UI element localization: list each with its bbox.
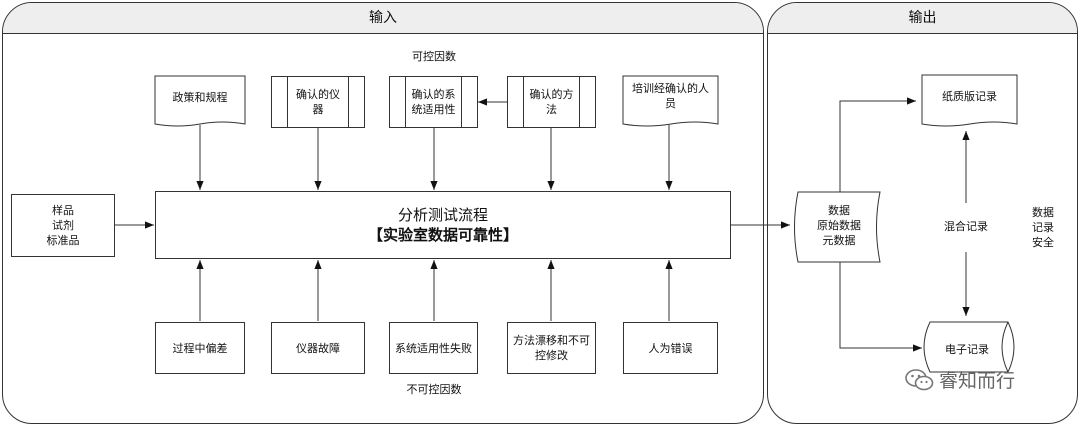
data-storage: 数据 原始数据 元数据 — [796, 198, 882, 252]
method-drift-box: 方法漂移和不可 控修改 — [507, 322, 596, 374]
instrument-label-line2: 器 — [312, 103, 324, 116]
policy-label: 政策和规程 — [172, 90, 228, 104]
process-deviation-box: 过程中偏差 — [155, 322, 245, 374]
method-label-line1: 确认的方 — [529, 88, 574, 101]
security-line1: 数据 — [1032, 206, 1054, 219]
input-panel-title: 输入 — [3, 3, 763, 34]
sample-label: 样品 — [52, 204, 74, 217]
wechat-icon — [905, 368, 934, 390]
electronic-record-label: 电子记录 — [945, 342, 989, 356]
output-panel: 输出 — [767, 2, 1078, 424]
human-label: 人为错误 — [648, 341, 693, 355]
controllable-factors-label: 可控因数 — [412, 49, 456, 63]
paper-record-document: 纸质版记录 — [922, 80, 1017, 112]
arrow-data-to-paper — [839, 97, 916, 192]
hybrid-record-label: 混合记录 — [930, 217, 1002, 235]
drift-label-line2: 控修改 — [535, 349, 568, 362]
data-record-security: 数据 记录 安全 — [1028, 205, 1058, 250]
instrument-failure-box: 仪器故障 — [271, 322, 365, 374]
paper-record-shape — [921, 74, 1018, 127]
analytical-process-box: 分析测试流程 【实验室数据可靠性】 — [155, 191, 731, 259]
method-label-line2: 法 — [546, 103, 557, 116]
data-label: 数据 — [828, 203, 850, 217]
policy-document-shape — [154, 75, 246, 127]
sst-fail-label: 系统适用性失败 — [395, 341, 472, 355]
raw-data-label: 原始数据 — [817, 218, 861, 232]
process-subtitle: 【实验室数据可靠性】 — [367, 226, 518, 244]
output-panel-title: 输出 — [768, 3, 1077, 34]
security-line3: 安全 — [1032, 236, 1054, 249]
metadata-label: 元数据 — [822, 233, 856, 247]
data-storage-shape — [794, 191, 881, 263]
deviation-label: 过程中偏差 — [172, 341, 228, 355]
reagent-label: 试剂 — [52, 219, 74, 232]
validated-instrument-box: 确认的仪 器 — [271, 76, 365, 128]
human-error-box: 人为错误 — [623, 322, 718, 374]
staff-label-line1: 培训经确认的人 — [632, 82, 709, 95]
uncontrollable-factors-label: 不可控因数 — [406, 382, 462, 396]
security-line2: 记录 — [1032, 221, 1054, 234]
system-label-line1: 确认的系 — [411, 88, 456, 101]
system-suitability-box: 确认的系 统适用性 — [389, 76, 478, 128]
drift-label-line1: 方法漂移和不可 — [513, 334, 590, 347]
paper-record-label: 纸质版记录 — [942, 89, 997, 103]
policy-document: 政策和规程 — [155, 80, 245, 114]
watermark: 睿知而行 — [905, 366, 1015, 393]
validated-method-box: 确认的方 法 — [507, 76, 596, 128]
failure-label: 仪器故障 — [296, 341, 340, 355]
staff-label-line2: 员 — [665, 97, 676, 110]
trained-staff-document: 培训经确认的人 员 — [623, 79, 718, 113]
watermark-text: 睿知而行 — [939, 370, 1016, 392]
system-label-line2: 统适用性 — [411, 103, 456, 116]
sample-reagent-standard-box: 样品 试剂 标准品 — [11, 194, 115, 257]
standard-label: 标准品 — [46, 234, 80, 247]
instrument-label-line1: 确认的仪 — [296, 88, 340, 101]
staff-document-shape — [622, 75, 719, 127]
input-panel: 输入 — [2, 2, 764, 424]
electronic-record-cylinder: 电子记录 — [928, 340, 1006, 358]
process-title: 分析测试流程 — [397, 206, 488, 224]
arrow-data-to-electronic — [839, 262, 922, 352]
sst-failure-box: 系统适用性失败 — [389, 322, 478, 374]
